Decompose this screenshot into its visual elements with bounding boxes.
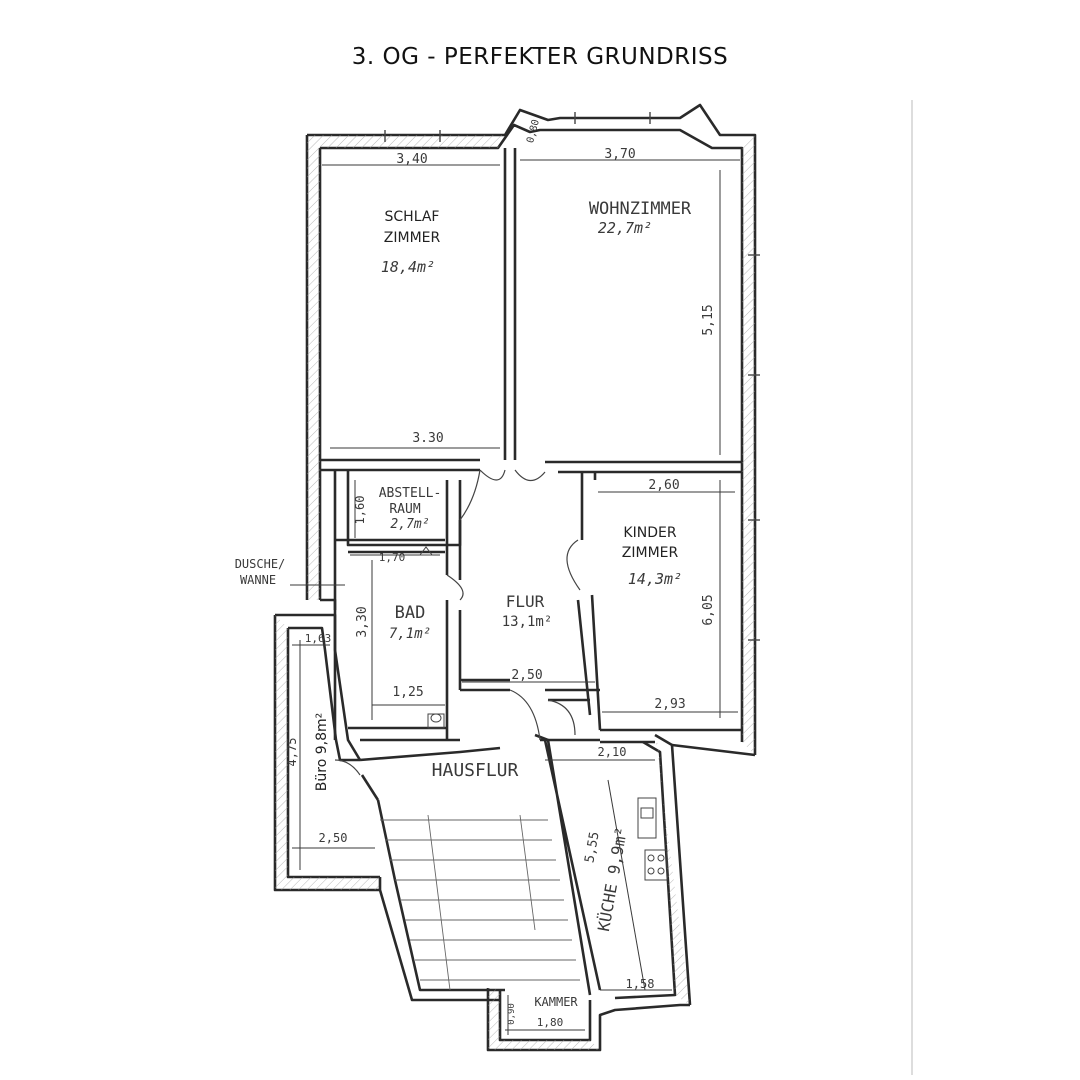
kinder-area: 14,3m² <box>628 570 682 588</box>
dim-293: 2,93 <box>654 697 685 712</box>
flur-area: 13,1m² <box>502 614 553 630</box>
kammer-label: KAMMER <box>534 995 578 1009</box>
dim-555: 5,55 <box>582 831 602 864</box>
dim-250-buero: 2,50 <box>319 831 348 845</box>
dimension-lines <box>290 159 740 1035</box>
bad-area: 7,1m² <box>389 626 431 642</box>
dusche-label-1: DUSCHE/ <box>235 557 286 571</box>
dim-158: 1,58 <box>626 977 655 991</box>
flur-label: FLUR <box>506 592 545 611</box>
interior-walls <box>320 148 742 996</box>
window-marks <box>384 112 760 641</box>
hausflur-label: HAUSFLUR <box>432 760 519 781</box>
dim-330-top: 3.30 <box>412 431 443 446</box>
kinder-label-2: ZIMMER <box>622 545 679 561</box>
doors <box>334 469 581 776</box>
dim-163: 1,63 <box>305 632 332 645</box>
dim-250-flur: 2,50 <box>511 668 542 683</box>
dim-210: 2,10 <box>598 745 627 759</box>
wohn-area: 22,7m² <box>598 219 652 237</box>
dim-330-bad: 3,30 <box>355 606 370 637</box>
dim-475: 4,75 <box>285 738 299 767</box>
buero-label: Büro 9,8m² <box>314 713 330 791</box>
dim-260: 2,60 <box>648 478 679 493</box>
abstell-area: 2,7m² <box>390 517 429 532</box>
schlaf-label-2: ZIMMER <box>384 230 441 246</box>
dim-340: 3,40 <box>396 152 427 167</box>
dim-515: 5,15 <box>701 304 716 335</box>
dim-170: 1,70 <box>379 551 406 564</box>
staircase <box>380 814 580 991</box>
plan-title: 3. OG - PERFEKTER GRUNDRISS <box>351 44 729 70</box>
bad-label: BAD <box>395 603 426 623</box>
toilet-icon <box>427 713 445 729</box>
dim-160: 1,60 <box>353 496 367 525</box>
dim-090: 0,90 <box>507 1003 517 1025</box>
sink-icon <box>419 546 433 556</box>
dim-125: 1,25 <box>392 685 423 700</box>
kitchen-fixtures <box>637 797 668 881</box>
schlaf-label-1: SCHLAF <box>385 209 440 225</box>
abstell-label-1: ABSTELL- <box>379 486 442 501</box>
abstell-label-2: RAUM <box>389 502 420 517</box>
dusche-label-2: WANNE <box>240 573 276 587</box>
schlaf-area: 18,4m² <box>381 258 435 276</box>
dimension-labels: 3,40 3,70 0,80 5,15 3.30 2,60 1,60 1,70 … <box>285 118 716 1029</box>
dim-370: 3,70 <box>604 147 635 162</box>
dim-605: 6,05 <box>701 594 716 625</box>
kinder-label-1: KINDER <box>623 525 676 541</box>
wohn-label: WOHNZIMMER <box>589 199 692 219</box>
dim-180: 1,80 <box>537 1016 564 1029</box>
